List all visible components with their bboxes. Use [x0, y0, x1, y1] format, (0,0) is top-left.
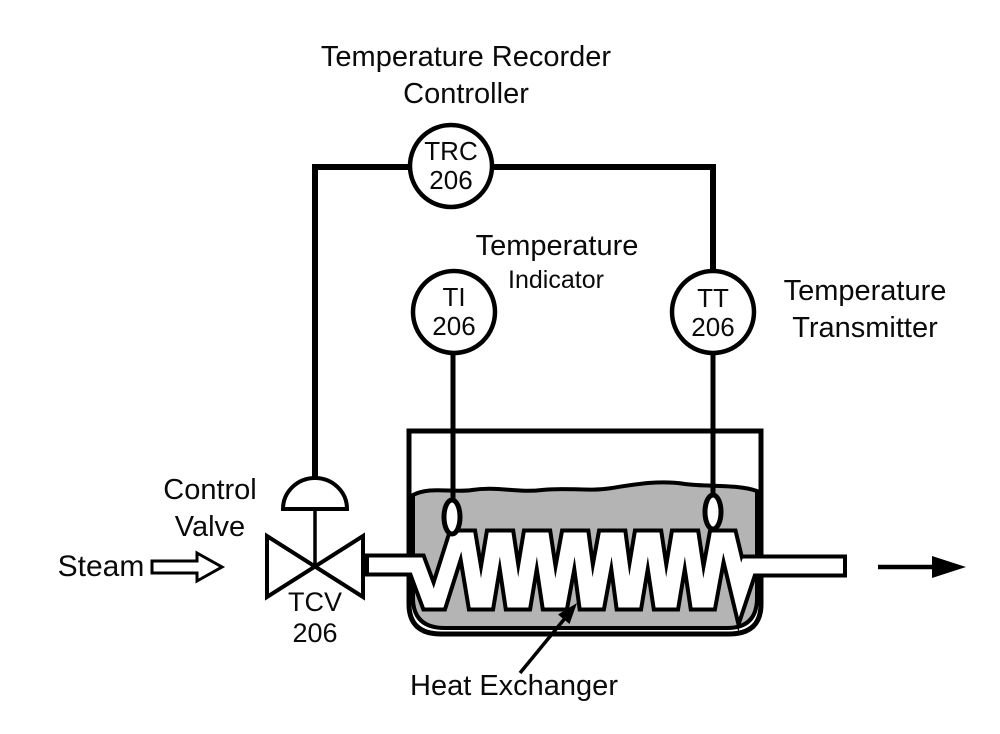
trc-label: Temperature Recorder Controller: [286, 39, 646, 113]
trc-instrument-tag: TRC 206: [391, 137, 511, 195]
trc-label-line2: Controller: [403, 78, 529, 110]
signal-line-trc-to-tt: [491, 164, 716, 274]
ti-tag: TI: [442, 282, 466, 312]
tt-label-line1: Temperature: [783, 275, 947, 307]
heat-exchanger-label: Heat Exchanger: [410, 670, 618, 702]
heat-exchanger-coil: [369, 532, 843, 618]
tt-label: Temperature Transmitter: [765, 273, 965, 347]
ti-label-line2: Indicator: [508, 266, 604, 294]
tt-label-line2: Transmitter: [792, 312, 938, 344]
trc-label-line1: Temperature Recorder: [320, 41, 612, 73]
tt-instrument-tag: TT 206: [653, 284, 773, 342]
tcv-tag: TCV: [288, 587, 342, 617]
control-valve-label-line1: Control: [163, 474, 257, 506]
outlet-arrow-head: [932, 556, 966, 578]
heat-exchanger-pointer-shaft: [518, 615, 568, 675]
valve-actuator-dome: [280, 476, 350, 511]
control-valve-label: Control Valve: [110, 472, 310, 546]
tt-sensor-bulb: [702, 492, 724, 532]
tt-number: 206: [691, 312, 735, 342]
ti-instrument-tag: TI 206: [394, 283, 514, 341]
trc-instrument-circle: [407, 122, 495, 210]
trc-tag: TRC: [424, 136, 478, 166]
trc-number: 206: [429, 165, 473, 195]
tcv-tag-label: TCV 206: [255, 587, 375, 649]
steam-flow-arrow: [150, 550, 226, 584]
tcv-number: 206: [292, 618, 338, 648]
heat-exchanger-pointer-head: [558, 603, 577, 624]
tt-tag: TT: [697, 283, 729, 313]
signal-line-trc-to-valve: [312, 164, 412, 482]
valve-bowtie: [265, 532, 365, 601]
ti-instrument-circle: [410, 268, 498, 356]
ti-sensor-bulb: [441, 497, 463, 537]
tt-instrument-circle: [669, 268, 757, 356]
ti-number: 206: [432, 311, 476, 341]
ti-label-line1: Temperature: [475, 230, 639, 262]
steam-label: Steam: [57, 550, 145, 583]
control-valve-label-line2: Valve: [174, 511, 246, 543]
